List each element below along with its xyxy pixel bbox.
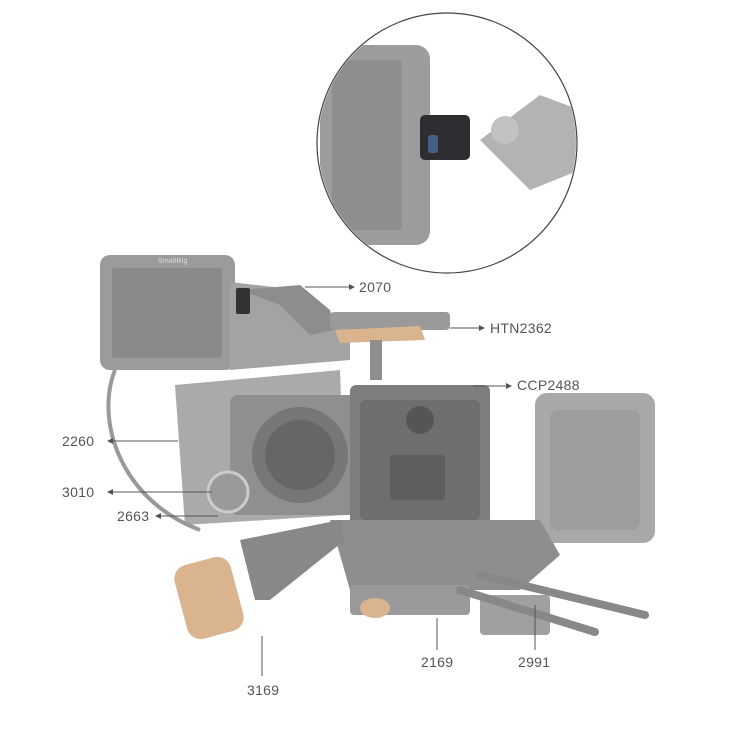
monitor-brand-mark: SmallRig xyxy=(158,258,188,265)
label-2663: 2663 xyxy=(117,508,150,524)
label-3010: 3010 xyxy=(62,484,95,500)
quick-release-clamp xyxy=(420,115,470,160)
baseplate xyxy=(330,520,560,590)
camera-rig xyxy=(100,255,655,640)
label-2070: 2070 xyxy=(359,279,392,295)
wood-grip xyxy=(335,326,425,343)
label-2169: 2169 xyxy=(421,654,454,670)
label-htn2362: HTN2362 xyxy=(490,320,553,336)
label-2260: 2260 xyxy=(62,433,95,449)
detail-inset xyxy=(316,12,578,274)
callout-lines xyxy=(107,284,536,676)
label-2991: 2991 xyxy=(518,654,551,670)
follow-focus xyxy=(206,470,250,514)
label-3169: 3169 xyxy=(247,682,280,698)
label-ccp2488: CCP2488 xyxy=(517,377,580,393)
wooden-handle xyxy=(174,556,244,640)
